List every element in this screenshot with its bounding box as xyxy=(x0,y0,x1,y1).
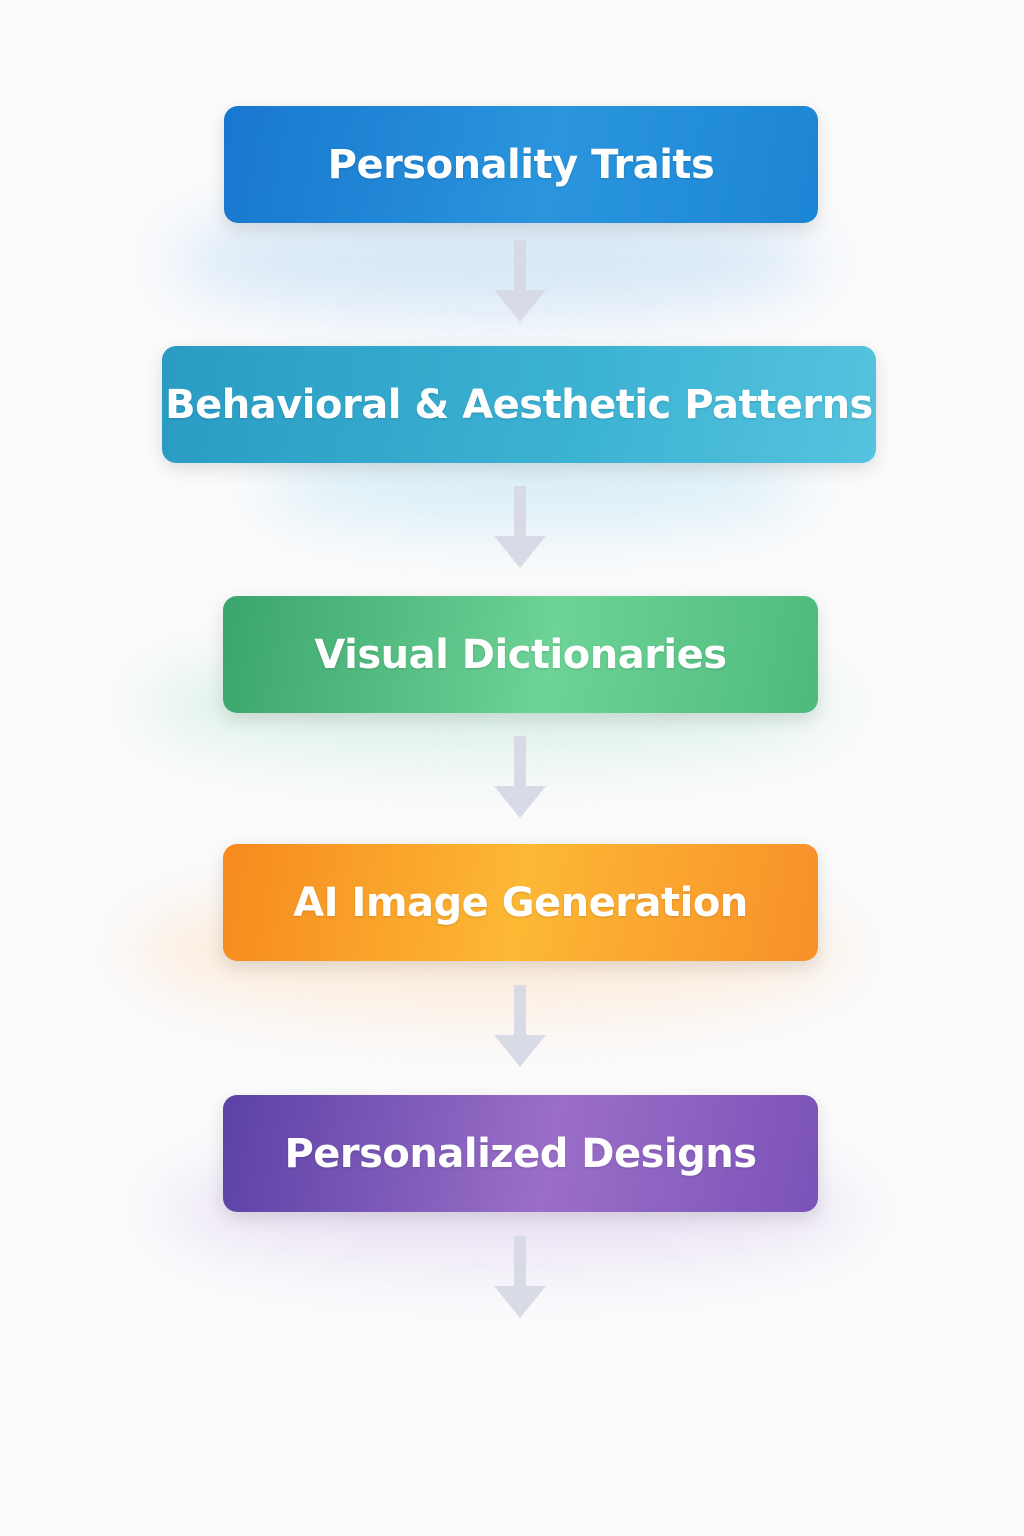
step-label: Personalized Designs xyxy=(284,1130,757,1177)
step-label: AI Image Generation xyxy=(293,879,748,926)
step-personality-traits: Personality Traits xyxy=(224,106,818,223)
step-label: Visual Dictionaries xyxy=(314,631,727,678)
step-behavioral-aesthetic-patterns: Behavioral & Aesthetic Patterns xyxy=(162,346,876,463)
step-visual-dictionaries: Visual Dictionaries xyxy=(223,596,818,713)
arrow-down-icon xyxy=(494,985,546,1067)
step-ai-image-generation: AI Image Generation xyxy=(223,844,818,961)
arrow-down-icon xyxy=(494,240,546,322)
arrow-down-icon xyxy=(494,1236,546,1318)
step-label: Personality Traits xyxy=(327,141,715,188)
step-personalized-designs: Personalized Designs xyxy=(223,1095,818,1212)
arrow-down-icon xyxy=(494,486,546,568)
step-label: Behavioral & Aesthetic Patterns xyxy=(165,381,873,428)
arrow-down-icon xyxy=(494,736,546,818)
